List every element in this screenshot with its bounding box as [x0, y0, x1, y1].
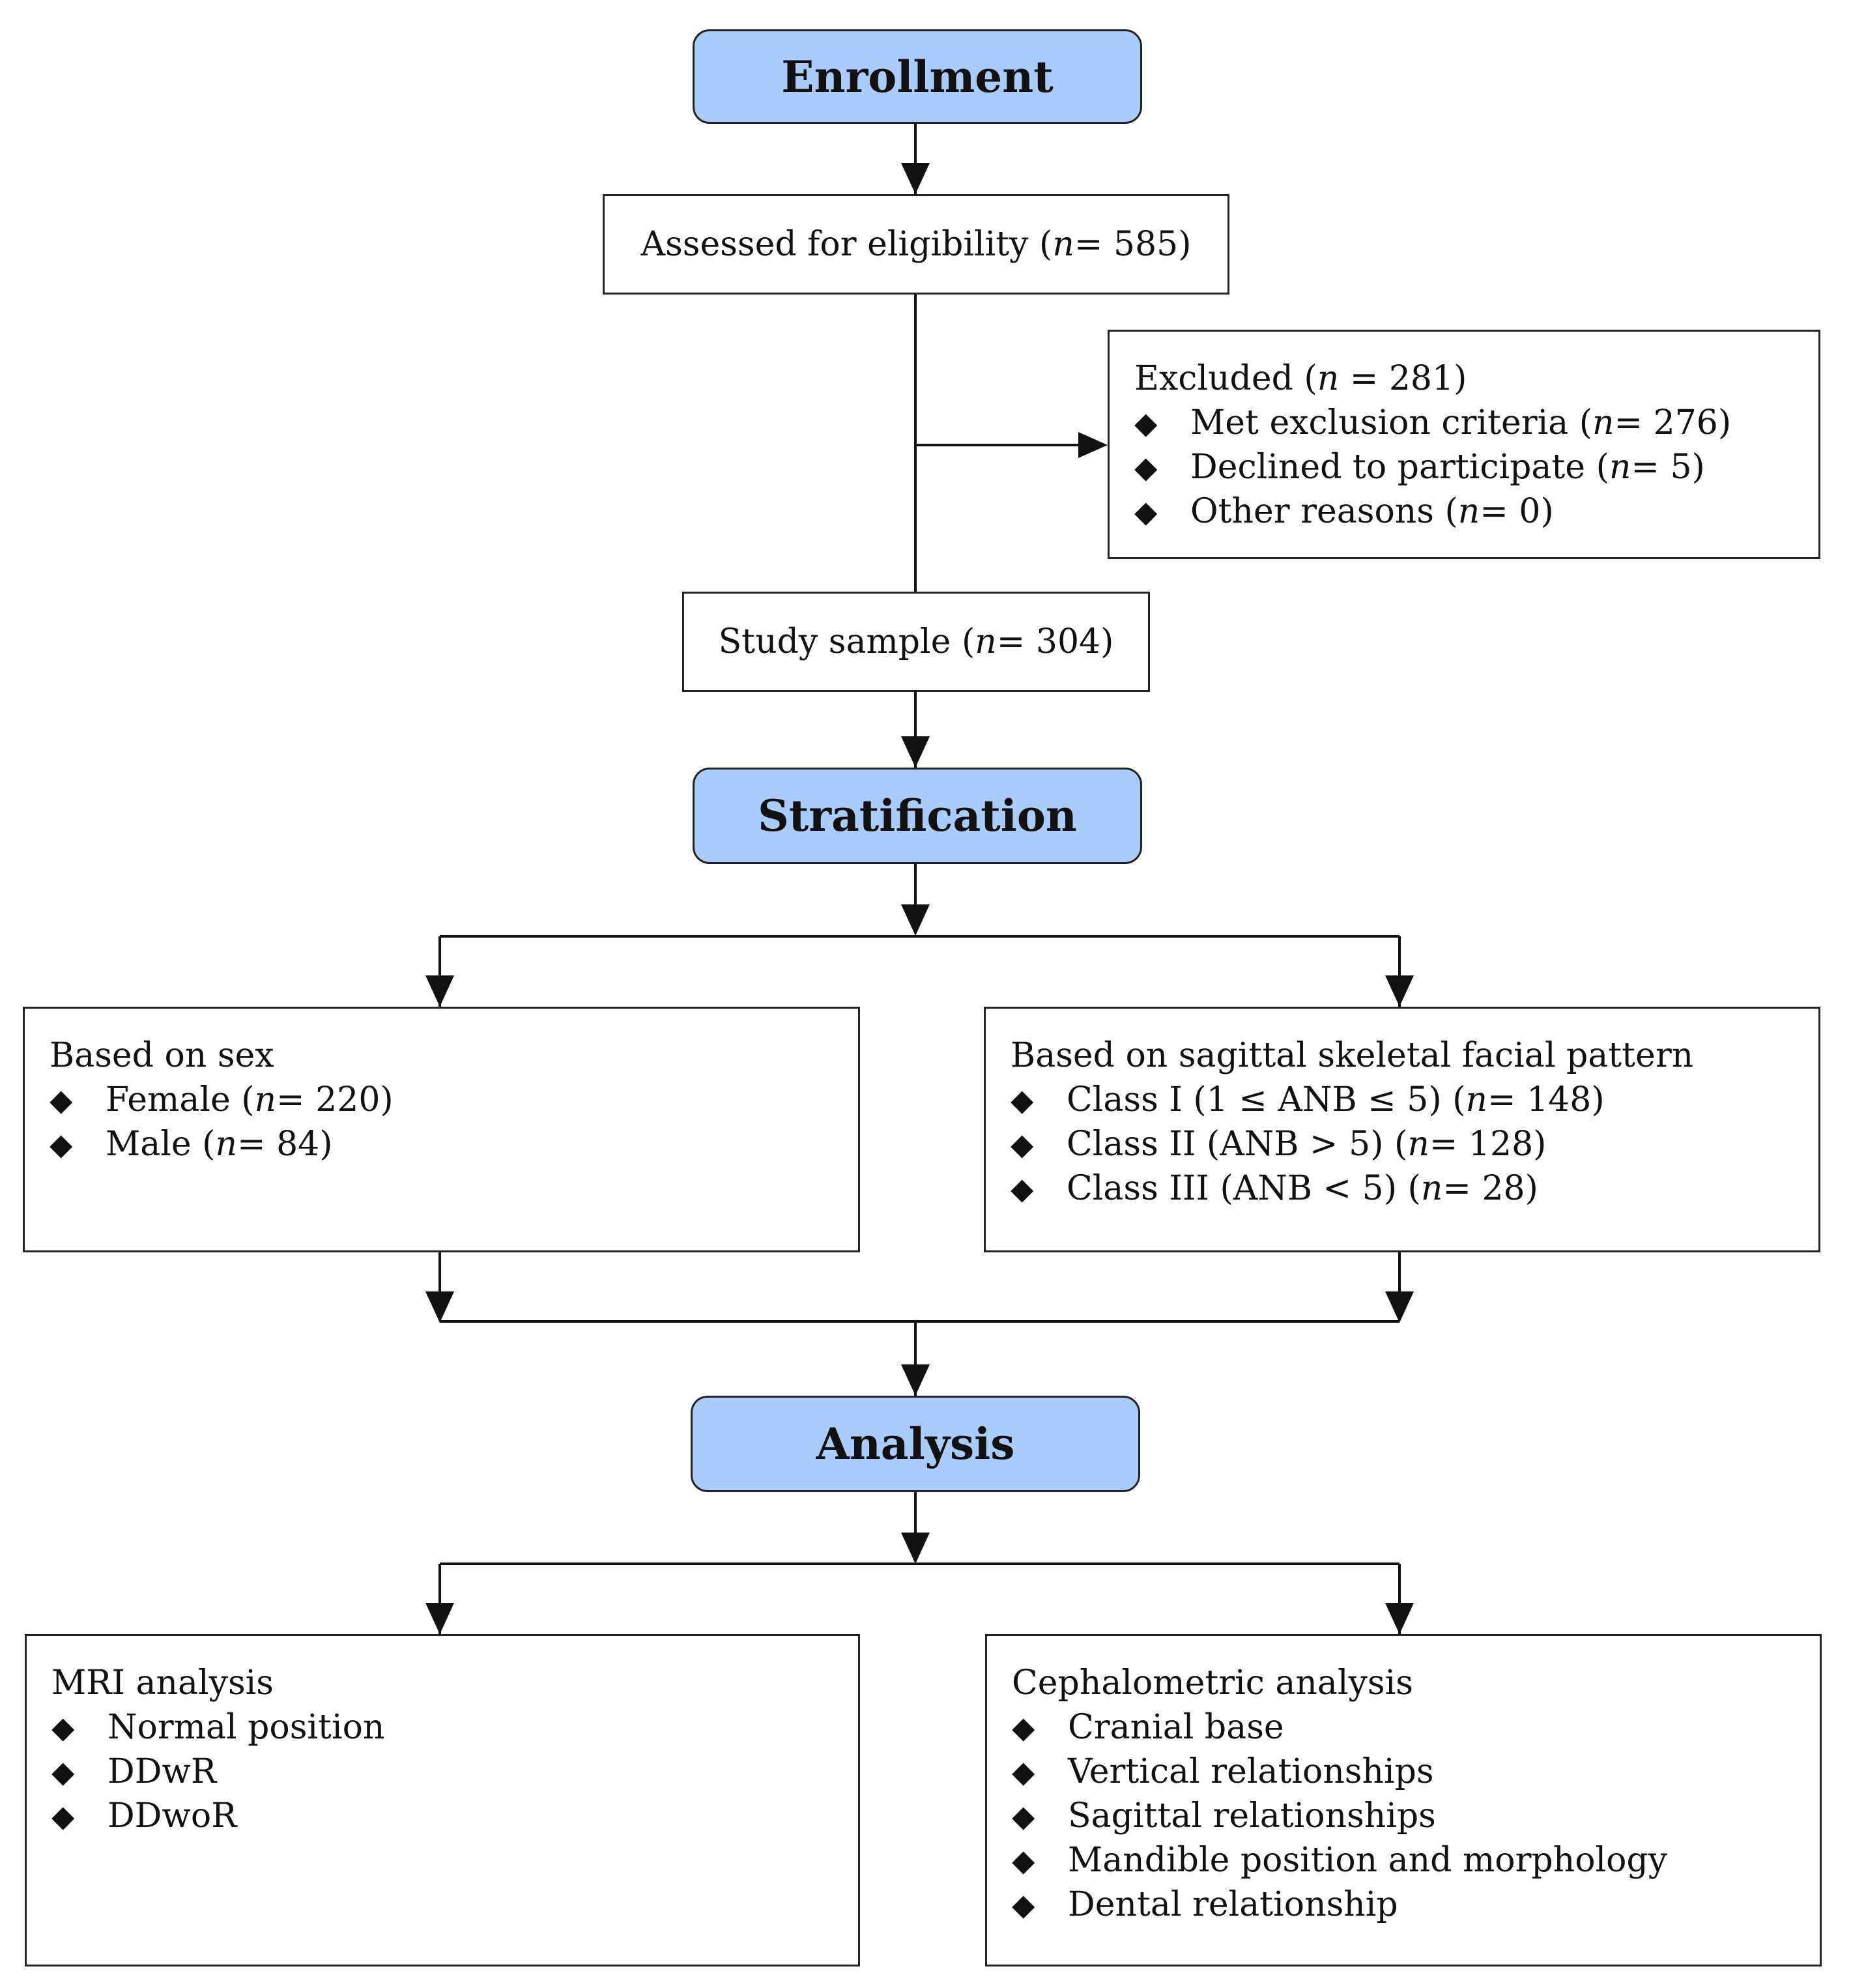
diamond-bullet-icon: ◆: [50, 1082, 73, 1117]
diamond-bullet-icon: ◆: [51, 1798, 75, 1834]
diamond-bullet-icon: ◆: [1012, 1754, 1035, 1789]
arrowhead-sex: [425, 975, 454, 1007]
assessed-box: Assessed for eligibility (n = 585): [603, 194, 1229, 295]
excluded-box: Excluded (n = 281) ◆ Met exclusion crite…: [1108, 330, 1820, 559]
mri-box: MRI analysis ◆ Normal position ◆ DDwR ◆ …: [25, 1634, 860, 1966]
arrowhead-excluded: [1078, 432, 1108, 458]
stratification-phase: Stratification: [693, 768, 1142, 864]
pattern-title: Based on sagittal skeletal facial patter…: [1011, 1036, 1694, 1075]
list-item: ◆ Other reasons (n = 0): [1134, 489, 1818, 534]
arrowhead-stratification: [901, 736, 930, 768]
arrowhead-analysis: [901, 1364, 930, 1396]
diamond-bullet-icon: ◆: [1134, 405, 1158, 440]
assessed-value: = 585): [1074, 225, 1192, 264]
sex-title: Based on sex: [50, 1036, 274, 1075]
pattern-box: Based on sagittal skeletal facial patter…: [984, 1007, 1820, 1252]
list-item: ◆ Class I (1 ≤ ANB ≤ 5) (n = 148): [1011, 1078, 1818, 1122]
arrowhead-assessed: [901, 163, 930, 194]
list-item: ◆ Class III (ANB < 5) (n = 28): [1011, 1166, 1818, 1211]
list-item: ◆ Female (n = 220): [50, 1078, 858, 1122]
list-item: ◆ Cranial base: [1012, 1705, 1820, 1750]
list-item: ◆ Normal position: [51, 1705, 858, 1750]
arrowhead-pattern: [1385, 975, 1414, 1007]
diamond-bullet-icon: ◆: [1134, 450, 1158, 485]
list-item: ◆ Dental relationship: [1012, 1882, 1820, 1927]
diamond-bullet-icon: ◆: [51, 1754, 75, 1789]
list-item: ◆ DDwoR: [51, 1794, 858, 1838]
list-item: ◆ Male (n = 84): [50, 1122, 858, 1166]
diamond-bullet-icon: ◆: [1011, 1127, 1034, 1162]
list-item: ◆ Vertical relationships: [1012, 1750, 1820, 1794]
arrowhead-analysis-center: [901, 1533, 930, 1564]
excluded-title: Excluded (n = 281): [1134, 359, 1467, 398]
diamond-bullet-icon: ◆: [1012, 1887, 1035, 1922]
list-item: ◆ Class II (ANB > 5) (n = 128): [1011, 1122, 1818, 1166]
sex-box: Based on sex ◆ Female (n = 220) ◆ Male (…: [23, 1007, 860, 1252]
enrollment-phase: Enrollment: [693, 29, 1142, 124]
diamond-bullet-icon: ◆: [1012, 1798, 1035, 1834]
arrowhead-mri: [425, 1603, 454, 1634]
list-item: ◆ Mandible position and morphology: [1012, 1838, 1820, 1882]
diamond-bullet-icon: ◆: [1012, 1843, 1035, 1878]
arrowhead-merge-right: [1385, 1291, 1414, 1323]
assessed-label: Assessed for eligibility (: [640, 225, 1053, 264]
ceph-box: Cephalometric analysis ◆ Cranial base ◆ …: [985, 1634, 1822, 1966]
analysis-phase: Analysis: [691, 1396, 1140, 1492]
diamond-bullet-icon: ◆: [1134, 494, 1158, 529]
mri-title: MRI analysis: [51, 1664, 274, 1703]
arrowhead-ceph: [1385, 1603, 1414, 1634]
diamond-bullet-icon: ◆: [1012, 1710, 1035, 1745]
list-item: ◆ Met exclusion criteria (n = 276): [1134, 401, 1818, 445]
study-sample-box: Study sample (n = 304): [682, 592, 1150, 692]
diamond-bullet-icon: ◆: [50, 1127, 73, 1162]
diamond-bullet-icon: ◆: [1011, 1082, 1034, 1117]
list-item: ◆ Declined to participate (n = 5): [1134, 445, 1818, 489]
list-item: ◆ DDwR: [51, 1750, 858, 1794]
diamond-bullet-icon: ◆: [1011, 1171, 1034, 1206]
list-item: ◆ Sagittal relationships: [1012, 1794, 1820, 1838]
diamond-bullet-icon: ◆: [51, 1710, 75, 1745]
arrowhead-merge-left: [425, 1291, 454, 1323]
ceph-title: Cephalometric analysis: [1012, 1664, 1413, 1703]
arrowhead-stratification-center: [901, 904, 930, 936]
assessed-n: n: [1052, 225, 1074, 264]
